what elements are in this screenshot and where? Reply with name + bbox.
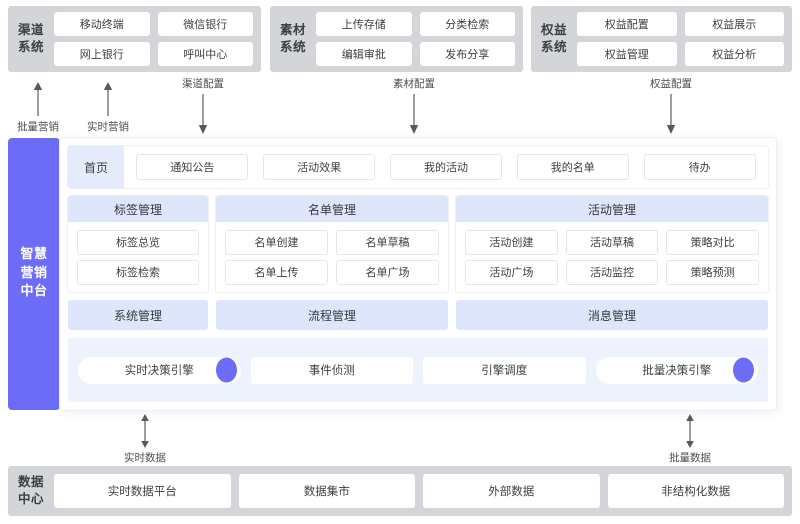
- btn-activity-create[interactable]: 活动创建: [465, 229, 558, 255]
- data-center-items: 实时数据平台 数据集市 外部数据 非结构化数据: [54, 467, 792, 515]
- channel-system-band: 渠道系统 移动终端 微信银行 网上银行 呼叫中心: [8, 6, 261, 72]
- btn-activity-monitor[interactable]: 活动监控: [565, 259, 659, 285]
- arrow-up-icon: [103, 82, 113, 116]
- engine-strip: 实时决策引擎 事件侦测 引擎调度 批量决策引擎: [68, 338, 768, 402]
- chip-material-0[interactable]: 上传存储: [316, 12, 412, 36]
- arrow-bidirectional-icon: [141, 414, 149, 448]
- smart-marketing-platform-sidebar[interactable]: 智慧营销中台: [8, 138, 60, 410]
- chip-material-3[interactable]: 发布分享: [419, 42, 515, 66]
- arrow-label-batch-data: 批量数据: [669, 452, 711, 464]
- engine-realtime-decision[interactable]: 实时决策引擎: [78, 356, 241, 384]
- module-title-activity: 活动管理: [456, 196, 768, 222]
- btn-list-draft[interactable]: 名单草稿: [336, 229, 439, 255]
- chip-material-2[interactable]: 编辑审批: [316, 42, 412, 66]
- rights-system-items: 权益配置 权益展示 权益管理 权益分析: [577, 5, 792, 73]
- chip-rights-2[interactable]: 权益管理: [577, 42, 677, 66]
- arrow-label-rights-config: 权益配置: [650, 78, 692, 90]
- purple-dot-icon: [215, 357, 237, 383]
- chip-realtime-data-platform[interactable]: 实时数据平台: [54, 474, 231, 508]
- module-body-activity: 活动创建 活动草稿 策略对比 活动广场 活动监控 策略预测: [456, 222, 768, 292]
- data-center-band: 数据中心 实时数据平台 数据集市 外部数据 非结构化数据: [8, 466, 792, 516]
- tab-todo[interactable]: 待办: [643, 154, 756, 180]
- purple-dot-icon: [733, 357, 754, 383]
- sidebar-title: 智慧营销中台: [20, 246, 48, 300]
- chip-material-1[interactable]: 分类检索: [419, 12, 515, 36]
- engine-label-event-detection: 事件侦测: [308, 363, 355, 377]
- btn-strategy-forecast[interactable]: 策略预测: [666, 259, 759, 285]
- chip-rights-0[interactable]: 权益配置: [577, 12, 677, 36]
- module-title-tag: 标签管理: [68, 196, 208, 222]
- arrow-label-channel-config: 渠道配置: [182, 78, 224, 90]
- rights-system-label: 权益系统: [540, 22, 567, 54]
- chip-external-data[interactable]: 外部数据: [423, 474, 600, 508]
- arrow-rights-config: 权益配置: [626, 76, 716, 134]
- module-body-tag: 标签总览 标签检索: [68, 222, 208, 292]
- tab-list: 通知公告 活动效果 我的活动 我的名单 待办: [124, 154, 768, 180]
- data-center-label: 数据中心: [17, 474, 44, 506]
- management-bar-row: 系统管理 流程管理 消息管理: [68, 300, 768, 330]
- chip-rights-3[interactable]: 权益分析: [684, 42, 784, 66]
- bar-message-management[interactable]: 消息管理: [456, 300, 768, 330]
- tab-campaign-effect[interactable]: 活动效果: [263, 154, 376, 180]
- arrow-label-material-config: 素材配置: [393, 78, 435, 90]
- arrow-up-icon: [33, 82, 43, 116]
- chip-unstructured-data[interactable]: 非结构化数据: [607, 474, 784, 508]
- btn-list-create[interactable]: 名单创建: [225, 229, 328, 255]
- platform-panel: 首页 通知公告 活动效果 我的活动 我的名单 待办 标签管理 标签总览 标签检索…: [60, 138, 776, 410]
- module-tag-management: 标签管理 标签总览 标签检索: [68, 196, 208, 292]
- module-row: 标签管理 标签总览 标签检索 名单管理 名单创建 名单草稿 名单上传 名单广场 …: [68, 196, 768, 292]
- engine-event-detection[interactable]: 事件侦测: [250, 356, 413, 384]
- btn-activity-square[interactable]: 活动广场: [465, 259, 558, 285]
- btn-list-square[interactable]: 名单广场: [336, 259, 439, 285]
- arrow-down-icon: [666, 94, 676, 134]
- bar-process-management[interactable]: 流程管理: [216, 300, 448, 330]
- btn-tag-search[interactable]: 标签检索: [77, 259, 199, 285]
- chip-channel-1[interactable]: 微信银行: [157, 12, 253, 36]
- chip-rights-1[interactable]: 权益展示: [684, 12, 784, 36]
- arrow-bidirectional-icon: [686, 414, 694, 448]
- tab-my-campaigns[interactable]: 我的活动: [389, 154, 502, 180]
- engine-label-scheduling: 引擎调度: [481, 363, 528, 377]
- tab-my-lists[interactable]: 我的名单: [516, 154, 629, 180]
- arrow-label-realtime-marketing: 实时营销: [87, 121, 129, 133]
- chip-channel-2[interactable]: 网上银行: [54, 42, 150, 66]
- btn-strategy-compare[interactable]: 策略对比: [666, 229, 759, 255]
- bar-system-management[interactable]: 系统管理: [68, 300, 208, 330]
- channel-system-label: 渠道系统: [17, 22, 44, 54]
- arrow-realtime-data: 实时数据: [100, 414, 190, 465]
- arrow-batch-data: 批量数据: [645, 414, 735, 465]
- tab-home[interactable]: 首页: [68, 146, 124, 188]
- btn-tag-overview[interactable]: 标签总览: [77, 229, 199, 255]
- engine-label-batch-decision: 批量决策引擎: [642, 363, 712, 377]
- module-activity-management: 活动管理 活动创建 活动草稿 策略对比 活动广场 活动监控 策略预测: [456, 196, 768, 292]
- engine-batch-decision[interactable]: 批量决策引擎: [595, 356, 758, 384]
- rights-system-band: 权益系统 权益配置 权益展示 权益管理 权益分析: [531, 6, 792, 72]
- chip-data-mart[interactable]: 数据集市: [238, 474, 415, 508]
- arrow-material-config: 素材配置: [369, 76, 459, 134]
- engine-scheduling[interactable]: 引擎调度: [423, 356, 586, 384]
- material-system-label: 素材系统: [279, 22, 306, 54]
- chip-channel-0[interactable]: 移动终端: [54, 12, 150, 36]
- arrow-label-realtime-data: 实时数据: [124, 452, 166, 464]
- channel-system-items: 移动终端 微信银行 网上银行 呼叫中心: [54, 5, 261, 73]
- btn-activity-draft[interactable]: 活动草稿: [565, 229, 659, 255]
- module-title-list: 名单管理: [216, 196, 448, 222]
- arrow-label-batch-marketing: 批量营销: [17, 121, 59, 133]
- platform-tab-row: 首页 通知公告 活动效果 我的活动 我的名单 待办: [68, 146, 768, 188]
- module-body-list: 名单创建 名单草稿 名单上传 名单广场: [216, 222, 448, 292]
- material-system-band: 素材系统 上传存储 分类检索 编辑审批 发布分享: [270, 6, 523, 72]
- btn-list-upload[interactable]: 名单上传: [225, 259, 328, 285]
- arrow-down-icon: [409, 94, 419, 134]
- tab-notice[interactable]: 通知公告: [136, 154, 249, 180]
- arrow-channel-config: 渠道配置: [158, 76, 248, 134]
- chip-channel-3[interactable]: 呼叫中心: [157, 42, 253, 66]
- arrow-down-icon: [198, 94, 208, 134]
- material-system-items: 上传存储 分类检索 编辑审批 发布分享: [316, 5, 523, 73]
- engine-label-realtime-decision: 实时决策引擎: [124, 363, 194, 377]
- arrow-realtime-marketing: 实时营销: [63, 82, 153, 134]
- module-list-management: 名单管理 名单创建 名单草稿 名单上传 名单广场: [216, 196, 448, 292]
- arrow-batch-marketing: 批量营销: [0, 82, 83, 134]
